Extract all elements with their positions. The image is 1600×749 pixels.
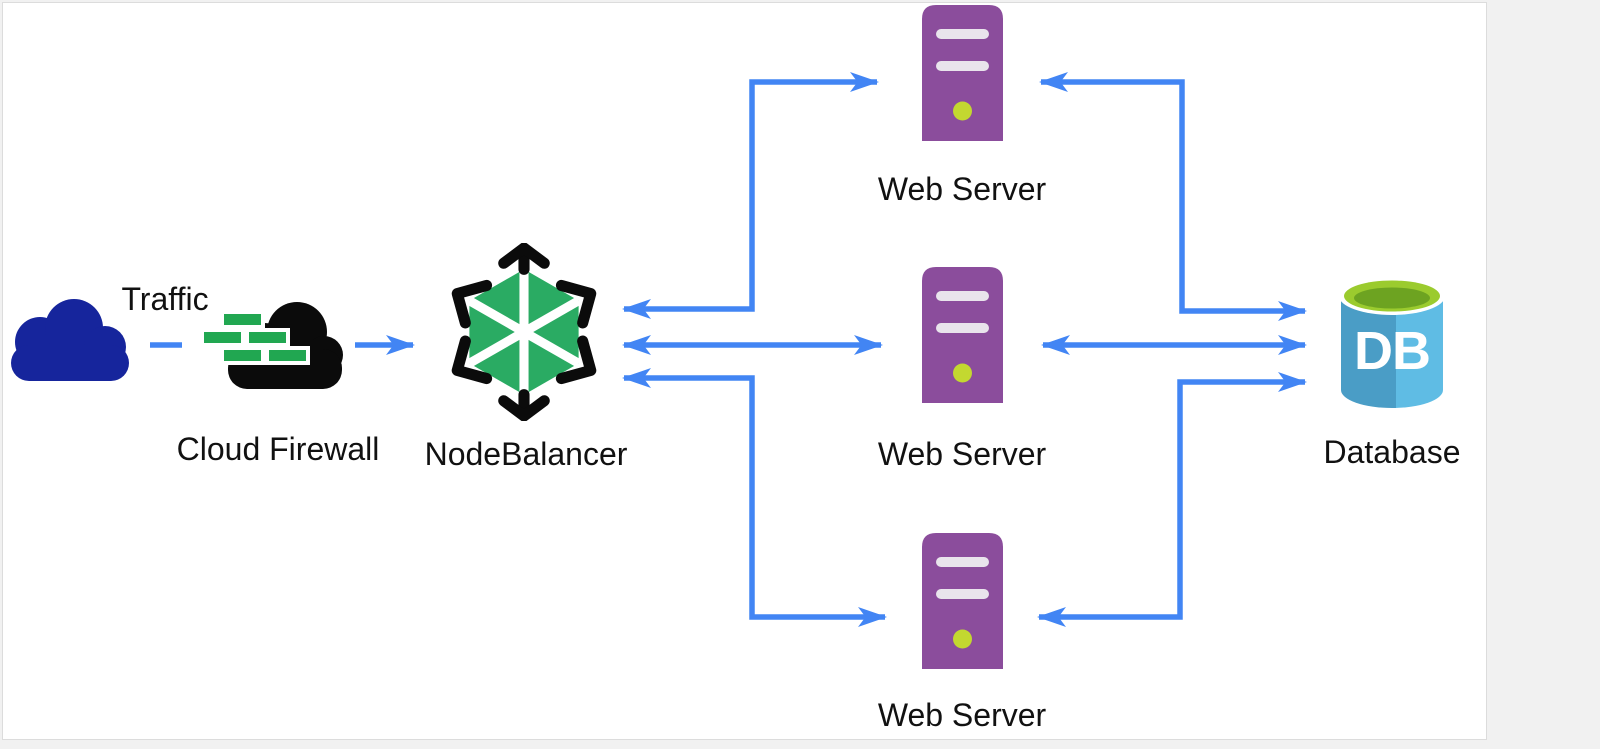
hexagon-arrows-icon xyxy=(451,242,597,422)
web-server-2-node xyxy=(922,267,1003,403)
database-node: DB xyxy=(1337,272,1447,412)
database-label: Database xyxy=(1323,434,1461,470)
nodebalancer-label: NodeBalancer xyxy=(424,436,628,472)
cloud-firewall-node xyxy=(200,297,345,390)
firewall-brick-cloud-icon xyxy=(200,302,343,389)
cloud-icon xyxy=(11,299,129,381)
db-icon-text: DB xyxy=(1354,321,1430,381)
web-server-2-label: Web Server xyxy=(877,436,1047,472)
web-server-3-label: Web Server xyxy=(877,697,1047,733)
web-server-3-node xyxy=(922,533,1003,669)
web-server-1-label: Web Server xyxy=(877,171,1047,207)
nodebalancer-node xyxy=(443,242,605,422)
web-server-1-node xyxy=(922,5,1003,141)
server-tower-icon xyxy=(922,533,1003,669)
server-tower-icon xyxy=(922,5,1003,141)
server-tower-icon xyxy=(922,267,1003,403)
cloud-firewall-label: Cloud Firewall xyxy=(176,431,380,467)
traffic-label: Traffic xyxy=(121,281,209,317)
db-cylinder-icon: DB xyxy=(1339,277,1445,408)
traffic-node xyxy=(7,295,133,382)
